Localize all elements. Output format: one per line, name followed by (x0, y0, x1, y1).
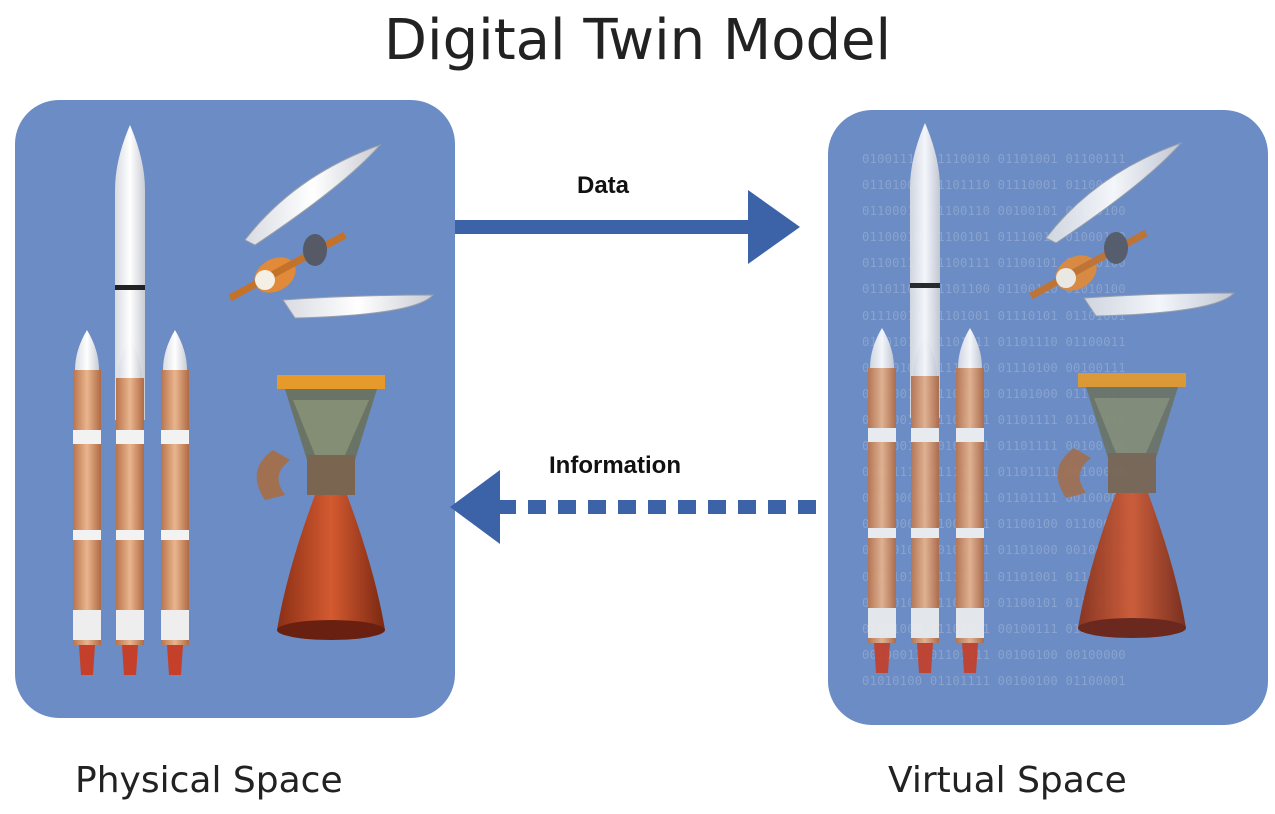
data-arrow (455, 190, 800, 264)
binary-row: 01010100 01101111 00100100 01100001 (862, 673, 1126, 688)
diagram-title: Digital Twin Model (383, 8, 892, 73)
information-arrow-label: Information (549, 452, 681, 479)
physical-space-label: Physical Space (75, 760, 343, 801)
physical-space-panel (15, 100, 455, 718)
virtual-space-label: Virtual Space (888, 760, 1127, 801)
information-arrow (450, 470, 816, 544)
data-arrow-label: Data (577, 172, 630, 199)
